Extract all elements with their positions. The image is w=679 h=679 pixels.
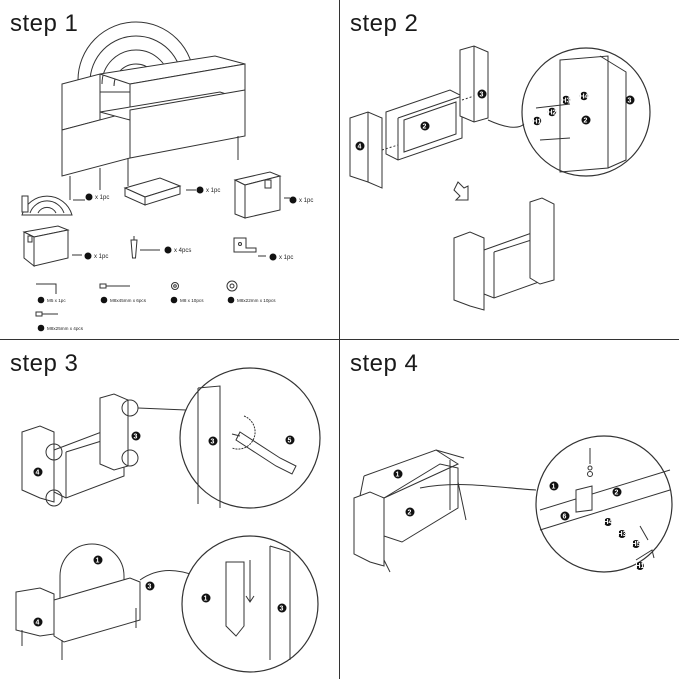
exploded-frame: 4 2 3	[349, 45, 489, 189]
s2-zoom-3: 3	[628, 98, 632, 105]
s2-zoom-h1: H1	[533, 119, 542, 126]
s3-lower-4: 4	[36, 620, 40, 627]
down-arrow	[453, 181, 469, 201]
hardware-h4-label: M8x22mm x 10pcs	[237, 298, 276, 303]
part-2-seat: x 1pc	[123, 177, 220, 206]
hardware-h2: M8x45mm x 6pcs	[99, 283, 147, 304]
part-1-backrest: x 1pc	[21, 193, 109, 216]
s4-zoom-h3: H3	[618, 531, 627, 538]
s2-zoom-h3: H3	[562, 98, 571, 105]
s3-label-4: 4	[36, 470, 40, 477]
seat-frame-upside-down: 1 2	[353, 449, 537, 573]
part-6-count: x 1pc	[279, 255, 293, 261]
divider-horizontal	[0, 339, 679, 340]
step-1-drawing: x 1pc x 1pc x 1pc	[21, 21, 313, 332]
hardware-h4: M8x22mm x 10pcs	[226, 280, 276, 304]
part-1-count: x 1pc	[95, 195, 109, 201]
s3-lower-1: 1	[96, 558, 100, 565]
hardware-h1-label: M5 x 1pc	[47, 298, 66, 303]
zoom-callout-backrest: 1 3	[181, 535, 319, 673]
s4-zoom-h4: H4	[604, 519, 613, 526]
s3-zoom-5: 5	[288, 438, 292, 445]
part-6-bracket: x 1pc	[233, 237, 293, 261]
part-5-leg: x 4pcs	[130, 236, 191, 259]
step-3-panel: step 3 4 3 3	[0, 340, 339, 679]
assembled-sofa	[61, 21, 246, 200]
zoom-callout-bracket: 1 2 6 H4 H3 H5 H1	[535, 435, 673, 573]
s2-label-3: 3	[480, 92, 484, 99]
s3-lower-zoom-1: 1	[204, 596, 208, 603]
part-5-count: x 4pcs	[174, 248, 191, 254]
step-2-title: step 2	[350, 10, 419, 37]
s2-label-4: 4	[358, 144, 362, 151]
s2-zoom-h2: H2	[548, 110, 557, 117]
s3-lower-zoom-3: 3	[280, 606, 284, 613]
part-2-count: x 1pc	[206, 188, 220, 194]
step-2-drawing: 4 2 3 H1 H2 H3 H4 2	[349, 45, 651, 311]
zoom-callout-step2: H1 H2 H3 H4 2 3	[487, 47, 651, 177]
s4-zoom-1: 1	[552, 484, 556, 491]
step-1-title: step 1	[10, 10, 79, 37]
frame-upside-down: 4 3	[21, 393, 187, 507]
hardware-h3-label: M8 x 10pcs	[180, 298, 204, 303]
step-4-drawing: 1 2 1 2 6 H4 H3	[353, 435, 673, 573]
step-3-drawing: 4 3 3 5 1	[15, 367, 321, 673]
s3-lower-3: 3	[148, 584, 152, 591]
hardware-h5-label: M8x25mm x 4pcs	[47, 326, 84, 331]
s4-zoom-h5: H5	[632, 541, 641, 548]
step-1-panel: step 1 x	[0, 0, 339, 339]
step-2-panel: step 2 4 2 3	[340, 0, 679, 339]
step-3-title: step 3	[10, 350, 79, 377]
s2-zoom-h4: H4	[580, 94, 589, 101]
hardware-h1: M5 x 1pc	[36, 283, 66, 304]
step-4-panel: step 4 1 2 1	[340, 340, 679, 679]
backrest-install: 1 4 3	[15, 543, 197, 660]
s3-label-3: 3	[134, 434, 138, 441]
s4-label-2: 2	[408, 510, 412, 517]
s4-label-1: 1	[396, 472, 400, 479]
zoom-callout-leg: 3 5	[179, 367, 321, 509]
s3-zoom-3: 3	[211, 439, 215, 446]
part-3-count: x 1pc	[299, 198, 313, 204]
s4-zoom-h1: H1	[636, 563, 645, 570]
hardware-h2-label: M8x45mm x 6pcs	[110, 298, 147, 303]
assembled-frame-step2	[453, 197, 555, 311]
s2-label-2: 2	[423, 124, 427, 131]
s4-zoom-2: 2	[615, 490, 619, 497]
step-4-title: step 4	[350, 350, 419, 377]
s2-zoom-2: 2	[584, 118, 588, 125]
part-4-count: x 1pc	[94, 254, 108, 260]
part-3-armrest: x 1pc	[233, 171, 313, 219]
hardware-h5: M8x25mm x 4pcs	[35, 311, 84, 332]
s4-zoom-6: 6	[563, 514, 567, 521]
hardware-h3: M8 x 10pcs	[170, 282, 204, 304]
part-4-armrest: x 1pc	[22, 225, 108, 268]
